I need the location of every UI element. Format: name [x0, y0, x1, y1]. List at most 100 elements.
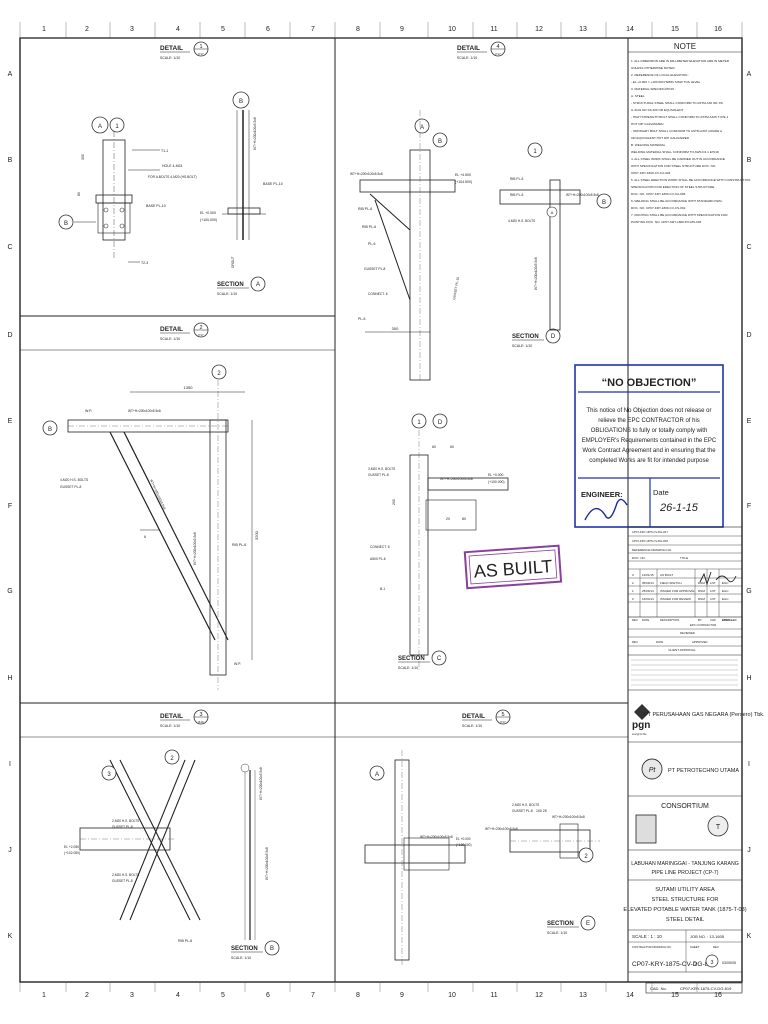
drawing-title-line2: STEEL STRUCTURE FOR — [652, 897, 719, 903]
rev-chk: LNT — [710, 597, 716, 601]
drawing-title-line1: SUTAMI UTILITY AREA — [655, 887, 715, 893]
grid-row-left: A — [8, 71, 13, 78]
stamp-date-value: 26-1-15 — [659, 502, 699, 514]
marker-number: 1 — [533, 149, 537, 155]
grid-row-left: G — [7, 588, 12, 595]
callout: RIB PL-6 — [178, 939, 192, 943]
cad-box — [645, 982, 743, 994]
stamp-body-line: Work Contract Agreement and in ensuring … — [582, 448, 716, 454]
note-line: G 3101 GR SS 400 OR EQUIVALENT — [631, 108, 683, 112]
stamp-date-label: Date — [653, 488, 669, 497]
section-a-base — [227, 207, 261, 215]
marker-b-right — [596, 193, 612, 209]
note-line: 1. ALL DIMENSION ARE IN MILLIMETER ELEVA… — [631, 59, 730, 63]
marker-letter: A — [375, 772, 379, 778]
detail-scale: SCALE: 1/10 — [160, 337, 180, 341]
callout: 2-M20 H.S. BOLTS — [112, 873, 139, 877]
section-scale: SCALE: 1/10 — [231, 956, 251, 960]
callout: WT+H=200x100x5.5x8 — [253, 117, 257, 150]
brace-4 — [129, 759, 196, 921]
callout: WT+H=200x100x5.5x8 — [193, 532, 197, 565]
detail-ref: P17 — [500, 720, 506, 724]
client-col: APPROVED — [692, 640, 708, 644]
grid-col-bottom: 6 — [266, 992, 270, 999]
title-logos: PT PERUSAHAAN GAS NEGARA (Persero) Tbk.p… — [623, 704, 765, 994]
detail-label: DETAIL — [160, 45, 183, 52]
detail-scale: SCALE: 1/10 — [160, 724, 180, 728]
section-circle — [250, 276, 266, 292]
revision-table: CP07-KRY-1875-CV-DG-817CP07-KRY-1875-CV-… — [627, 526, 743, 691]
callout: PL-6 — [358, 317, 365, 321]
detail-number: 3 — [199, 712, 202, 718]
rev-by: DNM — [698, 589, 705, 593]
callout: HOLE 4-M24 — [162, 164, 182, 168]
section-d-beam — [499, 189, 581, 205]
rev-app: EGC — [722, 581, 729, 585]
marker-number: 2 — [170, 756, 174, 762]
marker-2 — [164, 749, 180, 765]
callout: CONNECT. 6 — [368, 292, 388, 296]
dim: 300 — [81, 154, 85, 160]
section-mark — [240, 763, 250, 773]
stamp-body-line: This notice of No Objection does not rel… — [586, 408, 711, 414]
callout: FOR A.BOLTS 4-M20 (HS.BOLT) — [148, 175, 197, 179]
marker-letter: D — [438, 420, 443, 426]
grid-col-top: 6 — [266, 26, 270, 33]
rev-footer-col: REV. — [632, 618, 638, 622]
callout: EL +0.000 — [488, 473, 504, 477]
marker-letter: A — [98, 124, 102, 130]
contractor-name: PT PETROTECHNO UTAMA — [668, 768, 739, 774]
detail-number: 1 — [199, 44, 202, 50]
petrotechno-logo — [641, 758, 663, 780]
grid-col-top: 1 — [42, 26, 46, 33]
marker-b — [432, 132, 448, 148]
employer-name: PT PERUSAHAAN GAS NEGARA (Persero) Tbk. — [644, 712, 765, 718]
callout: T1-1 — [161, 149, 168, 153]
grid-col-top: 2 — [85, 26, 89, 33]
grid-row-left: B — [8, 157, 13, 164]
client-col: REV. — [632, 640, 638, 644]
callout: 2-M20 H.S. BOLTS — [512, 803, 539, 807]
brace-1 — [109, 759, 191, 921]
note-line: 2. REFERENCE OF LOCAL ELEVATION : — [631, 73, 689, 77]
grid-row-left: I — [9, 761, 11, 768]
col-title: TITLE — [680, 556, 688, 560]
marker-b-top — [232, 91, 250, 109]
callout: GUSSET PL-8 — [368, 473, 389, 477]
panel-dividers — [20, 38, 629, 982]
callout: WT+H=200x100x5.5x8 — [440, 477, 473, 481]
diagonal-brace — [109, 431, 216, 641]
detail-ref: P17 — [198, 52, 204, 56]
detail-marker-1 — [109, 117, 125, 133]
note-line: - ORDINARY BOLT SHALL CONFORM TO ASTM A3… — [631, 129, 723, 133]
dim: 20 — [446, 517, 450, 521]
marker-2 — [211, 364, 227, 380]
callout: WT+H=200x100x5.5x8 — [128, 409, 161, 413]
grid-row-left: D — [7, 332, 12, 339]
sheet-no: 2 — [694, 962, 697, 968]
bolt-hole — [119, 223, 125, 229]
grid-col-top: 11 — [490, 26, 497, 33]
grid-row-right: A — [747, 71, 752, 78]
callout: WT+H=200x100x5.5x8 — [350, 172, 383, 176]
bolt-hole — [103, 207, 109, 213]
project-line2: PIPE LINE PROJECT (CP-7) — [651, 870, 718, 876]
callout: WT+H=200x100x5.5x8 — [566, 193, 599, 197]
marker-letter: A — [420, 125, 424, 131]
note-line: A. STEEL — [631, 94, 645, 98]
callout: WT+H=200x100x5.5x8 — [485, 827, 518, 831]
marker-a — [414, 118, 430, 134]
marker-letter: B — [239, 99, 243, 105]
grid-row-right: G — [746, 588, 751, 595]
grid-col-top: 14 — [626, 26, 634, 33]
callout: WT+H=200x100x5.5x8 — [552, 815, 585, 819]
callout: WT+H=200x100x5.5x8 — [420, 835, 453, 839]
tb-small: CONTRACTOR DRAWING NO. — [632, 945, 672, 949]
reviewed-label: REVIEWED — [680, 631, 695, 635]
